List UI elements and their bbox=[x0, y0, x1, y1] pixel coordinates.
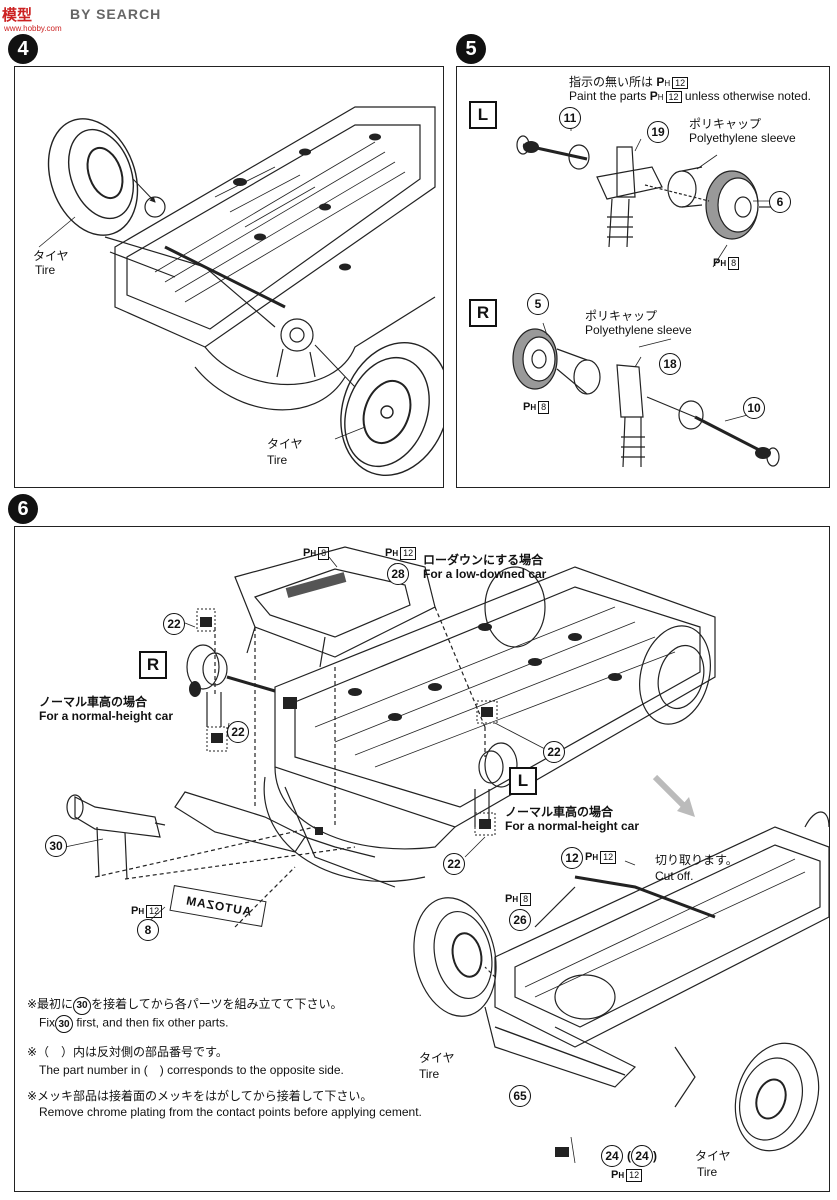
part-19: 19 bbox=[647, 121, 669, 143]
part-24: 24 bbox=[601, 1145, 623, 1167]
step-4-number: 4 bbox=[8, 34, 38, 64]
cutoff-label-en: Cut off. bbox=[655, 869, 694, 883]
sleeve-en-right: Polyethylene sleeve bbox=[585, 323, 692, 337]
tire-label-jp-right: タイヤ bbox=[695, 1149, 731, 1163]
tire-label-en-right: Tire bbox=[697, 1165, 718, 1179]
part-11: 11 bbox=[559, 107, 581, 129]
part-24-pair: 24 (24) bbox=[601, 1145, 657, 1167]
part-12: 12 bbox=[561, 847, 583, 869]
tire-label-jp-top: タイヤ bbox=[33, 249, 69, 263]
part-22-d: 22 bbox=[443, 853, 465, 875]
part-22-b: 22 bbox=[227, 721, 249, 743]
lowdown-label-en: For a low-downed car bbox=[423, 567, 547, 581]
tire-label-jp-bottom: タイヤ bbox=[267, 437, 303, 451]
normal-height-label-en: For a normal-height car bbox=[39, 709, 174, 723]
part-22-a: 22 bbox=[163, 613, 185, 635]
side-label-L: L bbox=[509, 767, 537, 795]
step-4-drawing bbox=[38, 106, 443, 477]
part-65: 65 bbox=[509, 1085, 531, 1107]
part-24-opposite: 24 bbox=[631, 1145, 653, 1167]
note-2-jp: ※（ ）内は反対側の部品番号です。 bbox=[27, 1045, 228, 1059]
note-2-en: The part number in ( ) corresponds to th… bbox=[39, 1063, 344, 1077]
side-label-R: R bbox=[139, 651, 167, 679]
tire-label-en-bottom: Tire bbox=[267, 453, 288, 467]
step-5-number: 5 bbox=[456, 34, 486, 64]
note-3-jp: ※メッキ部品は接着面のメッキをはがしてから接着して下さい。 bbox=[27, 1089, 373, 1103]
part-8: 8 bbox=[137, 919, 159, 941]
step-6-number: 6 bbox=[8, 494, 38, 524]
part-28: 28 bbox=[387, 563, 409, 585]
normal-height-label2-en: For a normal-height car bbox=[505, 819, 640, 833]
sleeve-en-left: Polyethylene sleeve bbox=[689, 131, 796, 145]
lowdown-label-jp: ローダウンにする場合 bbox=[423, 553, 544, 567]
part-6: 6 bbox=[769, 191, 791, 213]
sleeve-jp-right: ポリキャップ bbox=[585, 309, 658, 323]
tire-label-en-top: Tire bbox=[35, 263, 56, 277]
side-label-left: L bbox=[469, 101, 497, 129]
note-3-en: Remove chrome plating from the contact p… bbox=[39, 1105, 422, 1119]
part-5: 5 bbox=[527, 293, 549, 315]
normal-height-label-jp: ノーマル車高の場合 bbox=[39, 695, 148, 709]
side-label-right: R bbox=[469, 299, 497, 327]
tire-label-jp-mid: タイヤ bbox=[419, 1051, 455, 1065]
watermark-search: BY SEARCH bbox=[70, 6, 162, 22]
part-10: 10 bbox=[743, 397, 765, 419]
normal-height-label2-jp: ノーマル車高の場合 bbox=[505, 805, 614, 819]
sleeve-jp-left: ポリキャップ bbox=[689, 117, 762, 131]
part-22-c: 22 bbox=[543, 741, 565, 763]
cutoff-label-jp: 切り取ります。 bbox=[655, 853, 738, 867]
watermark-logo: 模型 bbox=[2, 7, 33, 24]
step-5-drawing bbox=[512, 111, 780, 468]
part-18: 18 bbox=[659, 353, 681, 375]
watermark-url: www.hobby.com bbox=[4, 24, 62, 33]
step-4-panel: タイヤ Tire タイヤ Tire bbox=[14, 66, 444, 488]
step-6-drawing bbox=[64, 546, 829, 1164]
part-26: 26 bbox=[509, 909, 531, 931]
part-30: 30 bbox=[45, 835, 67, 857]
tire-label-en-mid: Tire bbox=[419, 1067, 440, 1081]
